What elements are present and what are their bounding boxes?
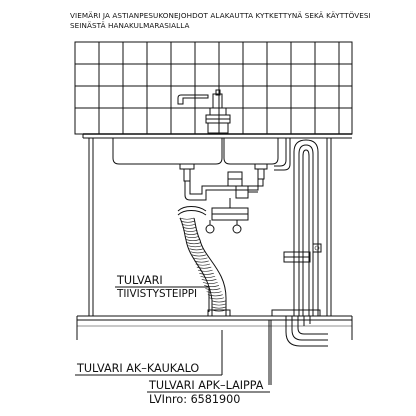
label-tiivistysteippi: TIIVISTYSTEIPPI [116,288,197,300]
hose-rib [197,269,213,272]
sink-cabinet [76,138,353,340]
hose-rib [191,254,207,257]
floor-drain-bend [268,320,272,385]
hose-rib [205,288,221,291]
hose-rib [208,297,225,300]
label-apk-laippa: TULVARI APK–LAIPPA [148,379,264,392]
hose-rib [200,275,216,278]
hose-rib [199,272,214,275]
hose-rib [193,257,208,260]
header-line-1: VIEMÄRI JA ASTIANPESUKONEJOHDOT ALAKAUTT… [70,11,371,20]
hose-rib [211,300,227,303]
hose-rib [183,229,198,232]
hose-rib [202,282,218,284]
sink-bowls [112,138,279,182]
hose-rib [184,236,200,238]
supply-pipes [271,138,328,347]
hose-rib [182,226,197,229]
hose-rib [211,306,227,309]
hose-rib [201,279,217,281]
labels: TULVARI TIIVISTYSTEIPPI TULVARI AK–KAUKA… [75,274,270,406]
hose-rib [188,245,203,248]
corrugated-drain-hose [177,206,231,317]
faucet [177,89,231,134]
wall-tiles [74,41,353,135]
header-line-2: SEINÄSTÄ HANAKULMARASIALLA [70,21,190,30]
hose-rib [184,233,199,235]
hose-rib [204,285,220,288]
hose-rib [181,223,196,226]
hose-rib [207,294,223,297]
label-tulvari: TULVARI [116,274,163,287]
hose-rib [194,260,209,263]
hose-rib [185,239,200,242]
angle-valves [205,198,249,234]
hose-rib [180,220,195,223]
countertop [82,133,352,139]
hose-rib [186,242,202,245]
hose-rib [196,266,212,269]
hose-rib [189,248,204,251]
hose-rib [211,303,227,306]
hose-rib [206,291,222,294]
label-lvinro: LVInro: 6581900 [149,393,240,406]
hose-rib [190,251,205,254]
label-ak-kaukalo: TULVARI AK–KAUKALO [76,362,199,375]
hose-rib [179,217,195,220]
drain-trap [184,171,264,201]
